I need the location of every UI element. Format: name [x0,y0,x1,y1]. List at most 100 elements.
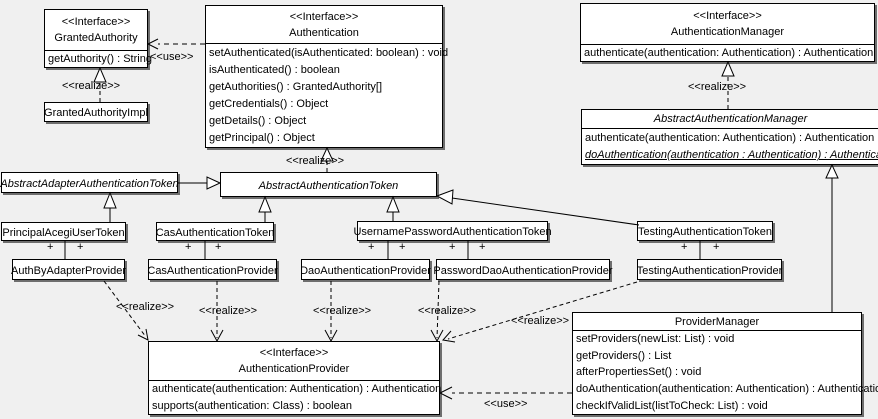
edge-gen-abstractadapter-abstracttoken [178,176,222,190]
class-title: TestingAuthenticationProvider [636,260,783,281]
class-username-password-authentication-token[interactable]: UsernamePasswordAuthenticationToken [353,221,552,242]
class-method: getAuthorities() : GrantedAuthority[] [209,80,383,93]
edge-label-realize-casauthenticationprovider: <<realize>> [199,305,258,317]
edge-label-realize-abstractauthenticationmanager: <<realize>> [688,81,747,93]
class-title: AbstractAdapterAuthenticationToken [0,173,179,194]
class-method: authenticate(authentication: Authenticat… [152,383,442,396]
edge-label-realize-testingauthenticationprovider: <<realize>> [511,315,570,327]
edge-label-plus-cas-right: + [215,241,222,253]
class-abstract-authentication-token[interactable]: AbstractAuthenticationToken [220,172,437,197]
edge-gen-castoken-abstracttoken [258,195,272,222]
class-title: TestingAuthenticationToken [638,222,772,242]
class-title: <<Interface>> GrantedAuthority [45,10,147,51]
class-title: <<Interface>>AuthenticationManager [581,4,874,45]
edge-label-plus-testing-right: + [713,241,720,253]
edge-gen-providermanager-abstractauthenticationmanager [825,163,839,312]
class-authentication-manager[interactable]: <<Interface>>AuthenticationManager authen… [580,3,875,62]
class-stereotype: <<Interface>> [61,16,131,28]
class-methods: setProviders(newList: List) : void getPro… [573,331,878,414]
class-stereotype: <<Interface>> [289,10,359,23]
class-provider-manager[interactable]: ProviderManager setProviders(newList: Lis… [572,312,878,415]
class-method: getAuthority() : String [48,53,152,65]
class-cas-authentication-token[interactable]: CasAuthenticationToken [156,222,274,241]
edge-label-realize-authbyadapterprovider: <<realize>> [116,301,175,313]
class-principal-acegi-user-token[interactable]: PrincipalAcegiUserToken [1,222,126,241]
edge-label-use-providermanager-authenticationprovider: <<use>> [484,398,528,410]
class-methods: setAuthenticated(isAuthenticated: boolea… [206,44,449,147]
class-name: ProviderManager [674,315,760,328]
edge-gen-usernamepasswordtoken-abstracttoken [386,195,400,221]
class-title: <<Interface>> AuthenticationProvider [149,342,439,381]
class-title: DaoAuthenticationProvider [300,260,431,281]
class-testing-authentication-provider[interactable]: TestingAuthenticationProvider [637,259,782,280]
class-testing-authentication-token[interactable]: TestingAuthenticationToken [637,221,773,241]
class-name: CasAuthenticationProvider [147,264,278,277]
edge-gen-testingtoken-abstracttoken [435,189,640,226]
class-name: UsernamePasswordAuthenticationToken [353,226,552,238]
class-name: AuthenticationProvider [238,363,350,375]
edge-label-realize-abstractauthenticationtoken: <<realize>> [286,155,345,167]
class-title: UsernamePasswordAuthenticationToken [353,222,551,242]
class-method: setProviders(newList: List) : void [576,333,735,346]
class-password-dao-authentication-provider[interactable]: PasswordDaoAuthenticationProvider [433,259,613,281]
class-dao-authentication-provider[interactable]: DaoAuthenticationProvider [300,259,431,281]
class-method: supports(authentication: Class) : boolea… [152,399,352,412]
edge-label-realize-grantedauthorityimpl: <<realize>> [62,80,121,92]
class-method: getProviders() : List [576,349,672,362]
class-name: AbstractAuthenticationToken [258,179,399,192]
class-title: CasAuthenticationProvider [147,260,278,281]
edge-label-plus-dao-left: + [368,241,375,253]
class-method: getCredentials() : Object [209,98,329,111]
edge-label-plus-passworddao-right: + [479,241,486,253]
class-method: authenticate(authentication: Authenticat… [584,47,874,59]
class-name: TestingAuthenticationProvider [636,264,783,277]
class-cas-authentication-provider[interactable]: CasAuthenticationProvider [147,259,278,281]
edge-label-realize-daoauthenticationprovider: <<realize>> [313,305,372,317]
class-method: setAuthenticated(isAuthenticated: boolea… [209,46,449,59]
class-method: isAuthenticated() : boolean [209,63,340,76]
edge-gen-principaltoken-abstractadapter [103,191,117,222]
class-methods: authenticate(authentication: Authenticat… [582,129,878,164]
class-name: GrantedAuthorityImpl [44,107,148,119]
class-title: CasAuthenticationToken [155,223,275,242]
edge-label-plus-testing-left: + [681,241,688,253]
class-name: AbstractAdapterAuthenticationToken [0,177,179,190]
edge-label-use-authentication-grantedauthority: <<use>> [150,51,194,63]
class-name: CasAuthenticationToken [155,226,275,239]
class-title: ProviderManager [573,313,861,331]
class-auth-by-adapter-provider[interactable]: AuthByAdapterProvider [11,259,126,281]
edge-label-plus-principal-right: + [77,241,84,253]
edge-label-plus-dao-right: + [399,241,406,253]
class-method: afterPropertiesSet() : void [576,366,702,379]
class-authentication-provider[interactable]: <<Interface>> AuthenticationProvider authe… [148,341,442,415]
class-method: doAuthentication(authentication : Authen… [585,149,878,162]
class-granted-authority-impl[interactable]: GrantedAuthorityImpl [44,102,148,122]
class-methods: getAuthority() : String [45,51,152,67]
class-title: PrincipalAcegiUserToken [2,223,125,242]
class-name: PasswordDaoAuthenticationProvider [433,264,613,277]
class-name: AbstractAuthenticationManager [653,113,808,125]
class-name: GrantedAuthority [54,32,138,44]
class-abstract-authentication-manager[interactable]: AbstractAuthenticationManager authenticat… [581,109,878,165]
class-granted-authority[interactable]: <<Interface>> GrantedAuthority getAuthorit… [44,9,152,68]
class-name: DaoAuthenticationProvider [300,264,431,277]
class-method: getPrincipal() : Object [209,132,315,145]
class-method: checkIfValidList(listToCheck: List) : vo… [576,399,768,412]
class-title: AuthByAdapterProvider [11,260,126,281]
class-stereotype: <<Interface>> [259,347,329,359]
class-authentication[interactable]: <<Interface>> Authentication setAuthentica… [205,5,449,148]
class-methods: authenticate(authentication: Authenticat… [581,45,874,61]
class-name: AuthByAdapterProvider [11,264,126,277]
class-title: PasswordDaoAuthenticationProvider [433,260,612,281]
class-abstract-adapter-authentication-token[interactable]: AbstractAdapterAuthenticationToken [0,172,179,194]
class-name: Authentication [289,26,359,39]
class-title: AbstractAuthenticationToken [221,173,436,198]
edge-label-plus-passworddao-left: + [449,241,456,253]
edge-label-plus-cas-left: + [185,241,192,253]
class-method: authenticate(authentication: Authenticat… [585,131,875,144]
class-title: <<Interface>> Authentication [206,6,442,44]
class-methods: authenticate(authentication: Authenticat… [149,381,442,414]
class-method: doAuthentication(authentication: Authent… [576,383,878,396]
class-title: GrantedAuthorityImpl [44,103,148,123]
